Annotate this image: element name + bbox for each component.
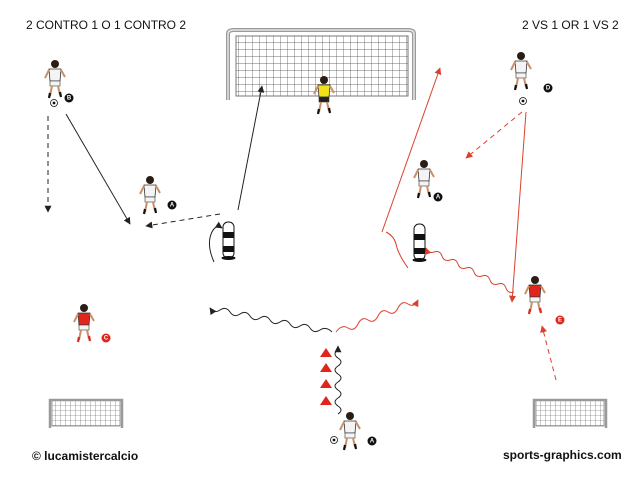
player-shorts (144, 196, 156, 203)
player-head (51, 60, 59, 68)
white-player: D (510, 52, 553, 105)
player-badge (543, 83, 553, 93)
player-shirt (77, 312, 91, 326)
player-badge-label: E (558, 317, 562, 323)
dribble-wavy (209, 307, 333, 333)
shot-line (237, 85, 265, 211)
movement-lines-red (335, 67, 557, 381)
dribble-curve (208, 221, 223, 263)
player-badge-label: A (170, 202, 175, 208)
player-shirt (48, 68, 62, 82)
red-player: E (524, 276, 565, 325)
player-badge (555, 315, 565, 325)
player-shorts (318, 96, 330, 103)
long-run-line (508, 111, 527, 303)
player-head (346, 412, 354, 420)
copyright-label: © lucamistercalcio (32, 449, 139, 463)
dribble-right-wavy (335, 299, 419, 333)
player-badge-label: D (546, 85, 551, 91)
dribble-e-wavy (424, 247, 515, 293)
white-player: B (44, 60, 74, 107)
player-head (320, 76, 328, 84)
player-head (420, 160, 428, 168)
player-shorts (49, 80, 61, 87)
player-shirt (417, 168, 431, 182)
player-head (146, 176, 154, 184)
player-badge-label: A (370, 438, 375, 444)
dummy-left (221, 221, 236, 260)
player-head (517, 52, 525, 60)
white-player: A (413, 160, 443, 202)
player-badge (433, 192, 443, 202)
player-shirt (528, 284, 542, 298)
player-badge (167, 200, 177, 210)
player-shirt (143, 184, 157, 198)
dummy-curve (385, 231, 409, 269)
player-badge-label: B (67, 95, 72, 101)
player-shirt (514, 60, 528, 74)
small-goal-right (532, 398, 608, 428)
player-shorts (418, 180, 430, 187)
player-badge-label: C (104, 335, 109, 341)
run-e-dashed (540, 325, 557, 381)
small-goal-left (48, 398, 124, 428)
player-badge (64, 93, 74, 103)
pass-dashed-d (465, 111, 523, 159)
goalkeeper (313, 76, 335, 115)
pass-dashed (145, 213, 221, 229)
run-to-goal-line (381, 67, 442, 233)
player-shirt (317, 84, 331, 98)
player-head (80, 304, 88, 312)
player-shorts (78, 324, 90, 331)
player-shirt (343, 420, 357, 434)
dummy-right (412, 223, 427, 262)
player-head (531, 276, 539, 284)
player-badge-label: A (436, 194, 441, 200)
website-label: sports-graphics.com (503, 448, 622, 462)
red-player: C (73, 304, 111, 343)
dribble-up-wavy (334, 345, 342, 415)
player-shorts (529, 296, 541, 303)
white-player: A (139, 176, 177, 215)
player-badge (101, 333, 111, 343)
diagram-title-italian: 2 CONTRO 1 O 1 CONTRO 2 (26, 18, 187, 32)
cones (320, 348, 332, 405)
player-badge (367, 436, 377, 446)
diagram-title-english: 2 VS 1 OR 1 VS 2 (522, 18, 619, 32)
player-shorts (515, 72, 527, 79)
player-shorts (344, 432, 356, 439)
white-player: A (330, 412, 377, 451)
movement-lines-dark (44, 85, 342, 415)
pass-line (65, 113, 131, 225)
players: B A A D C E A (44, 52, 565, 451)
